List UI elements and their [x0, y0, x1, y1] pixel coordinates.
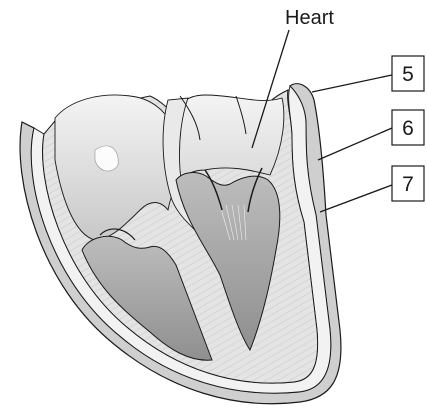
callout-5-number: 5 [402, 63, 414, 86]
callout-7: 7 [320, 166, 424, 212]
callout-6: 6 [318, 110, 424, 160]
callout-5: 5 [312, 56, 424, 92]
callout-7-number: 7 [402, 173, 414, 196]
callout-6-number: 6 [402, 117, 414, 140]
left-atrium-fold [95, 146, 118, 171]
heart-label: Heart [285, 7, 334, 29]
